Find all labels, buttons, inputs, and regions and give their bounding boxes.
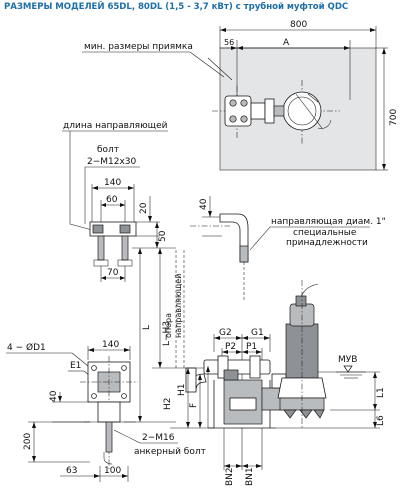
dim-140a: 140 [104,178,121,188]
guide-bracket-view: длина направляющей болт 2−M12x30 140 60 [62,121,168,282]
dim-BN2: BN2 [225,467,235,486]
label-guide-support-1: опора [164,313,173,338]
coupling-body [224,95,252,127]
dim-L: L [142,325,152,330]
guide-length-dims: L L−H3 опора направляющей [124,247,185,423]
label-guide-length: длина направляющей [63,121,168,131]
dim-G2: G2 [219,328,232,338]
base-plate-view: 4 − ØD1 E1 140 [6,340,206,482]
dim-700: 700 [389,109,399,126]
guide-rail-hook: 40 направляющая диам. 1" специальные при… [190,196,386,300]
label-guide-diam: направляющая диам. 1" [271,217,386,227]
label-bolt-size: 2−M12x30 [87,157,137,167]
label-guide-support-2: направляющей [174,274,183,338]
dim-BN1: BN1 [245,467,255,486]
pump-side-view: G2 G1 P2 P1 [163,280,386,486]
label-anchor-bolt: анкерный болт [134,447,206,457]
dim-A: A [283,38,290,48]
pit-top-view: 800 56 A 700 [82,20,399,171]
dim-20: 20 [139,202,149,214]
label-holes: 4 − ØD1 [7,342,46,353]
dim-800: 800 [290,20,307,30]
dim-L6: L6 [376,415,386,426]
label-E1: E1 [70,361,81,371]
dim-40a: 40 [199,198,209,210]
label-special: специальные [293,228,357,238]
dim-L1: L1 [376,387,386,398]
dim-60: 60 [106,195,118,205]
dim-H2: H2 [163,398,173,411]
label-anchor-size: 2−M16 [142,433,175,443]
label-bolt: болт [97,145,119,155]
label-mwl: МУВ [338,355,357,365]
dim-70: 70 [107,268,119,278]
dim-H1: H1 [177,384,187,397]
dim-L-H3: L−H3 [162,321,172,346]
dim-G1: G1 [251,328,264,338]
dim-200: 200 [23,433,33,450]
dim-100: 100 [104,466,121,476]
dim-F: F [189,403,199,408]
dim-140b: 140 [102,340,119,350]
dim-40b: 40 [49,390,59,402]
label-accessories: принадлежности [286,238,368,248]
dim-56: 56 [224,38,234,47]
dim-50: 50 [158,230,168,242]
label-min-pit: мин. размеры приямка [84,42,193,52]
page-title: РАЗМЕРЫ МОДЕЛЕЙ 65DL, 80DL (1,5 - 3,7 кВ… [4,2,349,12]
dim-63: 63 [66,466,77,476]
pump-circle [282,91,322,131]
dim-P2: P2 [225,342,236,352]
dim-P1: P1 [246,342,257,352]
